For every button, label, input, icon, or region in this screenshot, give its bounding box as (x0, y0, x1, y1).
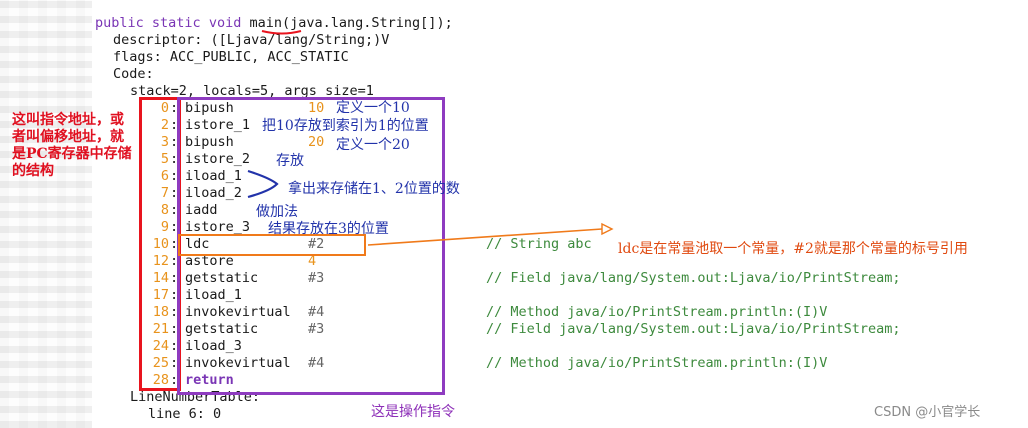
instruction-opcode: iload_1 (185, 168, 242, 184)
offset-colon: : (170, 202, 179, 218)
instruction-offset: 7 (160, 185, 169, 201)
instruction-opcode: istore_3 (185, 219, 251, 235)
instruction-offset: 18 (152, 304, 169, 320)
instruction-offset: 24 (152, 338, 169, 354)
instruction-opcode: getstatic (185, 270, 259, 286)
instruction-operand: #3 (308, 270, 325, 286)
offset-colon: : (170, 287, 179, 303)
annotation-instruction-address: 这叫指令地址，或者叫偏移地址，就是PC寄存器中存储的结构 (12, 112, 132, 179)
instruction-offset: 2 (160, 117, 169, 133)
instruction-opcode: ldc (185, 236, 210, 252)
offset-colon: : (170, 151, 179, 167)
flags-line: flags: ACC_PUBLIC, ACC_STATIC (113, 49, 349, 65)
annotation-load-values: 拿出来存储在1、2位置的数 (288, 181, 460, 197)
offset-colon: : (170, 100, 179, 116)
offset-colon: : (170, 219, 179, 235)
annotation-store: 存放 (276, 153, 304, 169)
instruction-offset: 3 (160, 134, 169, 150)
ldc-highlight-box (178, 234, 366, 256)
instruction-opcode: iload_1 (185, 287, 242, 303)
offset-colon: : (170, 117, 179, 133)
instruction-comment: // Field java/lang/System.out:Ljava/io/P… (486, 270, 901, 286)
offset-colon: : (170, 372, 179, 388)
instruction-offset: 5 (160, 151, 169, 167)
instruction-operand: #2 (308, 236, 325, 252)
instruction-opcode: istore_2 (185, 151, 251, 167)
instruction-opcode: iadd (185, 202, 218, 218)
instruction-offset: 9 (160, 219, 169, 235)
offset-colon: : (170, 355, 179, 371)
instruction-comment: // Field java/lang/System.out:Ljava/io/P… (486, 321, 901, 337)
instruction-opcode: iload_2 (185, 185, 242, 201)
instruction-offset: 14 (152, 270, 169, 286)
descriptor-line: descriptor: ([Ljava/lang/String;)V (113, 32, 390, 48)
instruction-operand: #4 (308, 304, 325, 320)
csdn-watermark: CSDN @小官学长 (874, 405, 981, 420)
annotation-store-result: 结果存放在3的位置 (268, 221, 389, 237)
instruction-comment: // Method java/io/PrintStream.println:(I… (486, 304, 828, 320)
offset-colon: : (170, 338, 179, 354)
offset-colon: : (170, 236, 179, 252)
instruction-opcode: iload_3 (185, 338, 242, 354)
instruction-comment: // String abc (486, 236, 592, 252)
instruction-offset: 10 (152, 236, 169, 252)
method-name: main( (249, 15, 291, 31)
instruction-offset: 28 (152, 372, 169, 388)
instruction-offset: 0 (160, 100, 169, 116)
instruction-operand: 20 (308, 134, 325, 150)
annotation-opcodes: 这是操作指令 (371, 404, 455, 420)
instruction-offset: 25 (152, 355, 169, 371)
instruction-opcode: istore_1 (185, 117, 251, 133)
instruction-opcode: astore (185, 253, 234, 269)
annotation-store-index-1: 把10存放到索引为1的位置 (262, 118, 429, 134)
instruction-opcode: bipush (185, 134, 234, 150)
offset-colon: : (170, 304, 179, 320)
instruction-offset: 21 (152, 321, 169, 337)
annotation-add: 做加法 (256, 204, 298, 220)
instruction-opcode: invokevirtual (185, 355, 291, 371)
instruction-opcode: invokevirtual (185, 304, 291, 320)
code-label: Code: (113, 66, 154, 82)
method-signature: public static void main(java.lang.String… (95, 15, 453, 31)
offset-colon: : (170, 321, 179, 337)
offset-colon: : (170, 134, 179, 150)
stack-line: stack=2, locals=5, args_size=1 (130, 83, 374, 99)
instruction-operand: #3 (308, 321, 325, 337)
instruction-offset: 8 (160, 202, 169, 218)
annotation-define-20: 定义一个20 (336, 137, 410, 153)
blurred-margin (0, 0, 92, 428)
offset-colon: : (170, 253, 179, 269)
instruction-opcode: bipush (185, 100, 234, 116)
offset-colon: : (170, 168, 179, 184)
instruction-comment: // Method java/io/PrintStream.println:(I… (486, 355, 828, 371)
offset-colon: : (170, 270, 179, 286)
instruction-operand: #4 (308, 355, 325, 371)
instruction-offset: 6 (160, 168, 169, 184)
instruction-opcode: return (185, 372, 234, 388)
instruction-offset: 12 (152, 253, 169, 269)
instruction-operand: 10 (308, 100, 325, 116)
annotation-define-10: 定义一个10 (336, 100, 410, 116)
instruction-operand: 4 (308, 253, 317, 269)
annotation-ldc-explanation: ldc是在常量池取一个常量，#2就是那个常量的标号引用 (618, 241, 968, 257)
instruction-opcode: getstatic (185, 321, 259, 337)
line-number-entry: line 6: 0 (148, 406, 222, 422)
offset-colon: : (170, 185, 179, 201)
instruction-offset: 17 (152, 287, 169, 303)
